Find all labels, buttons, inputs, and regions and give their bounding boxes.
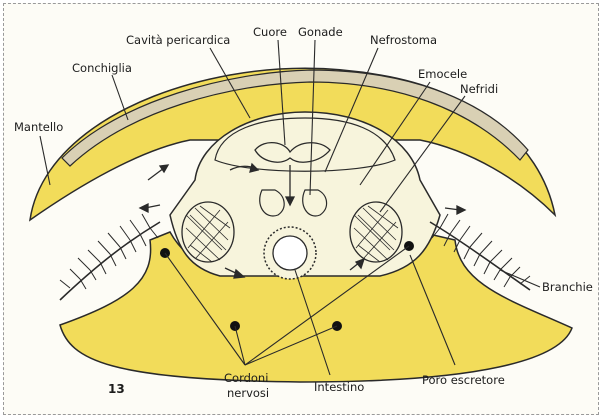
nephridium-right <box>350 202 402 262</box>
label-nefrostoma: Nefrostoma <box>370 33 437 47</box>
label-poro-escretore: Poro escretore <box>422 373 505 387</box>
label-branchie: Branchie <box>542 280 593 294</box>
label-cuore: Cuore <box>253 25 287 39</box>
figure-number: 13 <box>108 382 125 396</box>
label-mantello: Mantello <box>14 120 63 134</box>
label-cordoni-line2: nervosi <box>227 386 269 400</box>
nephridium-left <box>182 202 234 262</box>
label-gonade: Gonade <box>298 25 343 39</box>
label-intestino: Intestino <box>314 380 364 394</box>
intestine <box>264 227 316 279</box>
label-nefridi: Nefridi <box>460 82 498 96</box>
label-conchiglia: Conchiglia <box>72 61 132 75</box>
label-cavita-pericardica: Cavità pericardica <box>126 33 230 47</box>
label-emocele: Emocele <box>418 67 467 81</box>
label-cordoni-line1: Cordoni <box>224 371 268 385</box>
